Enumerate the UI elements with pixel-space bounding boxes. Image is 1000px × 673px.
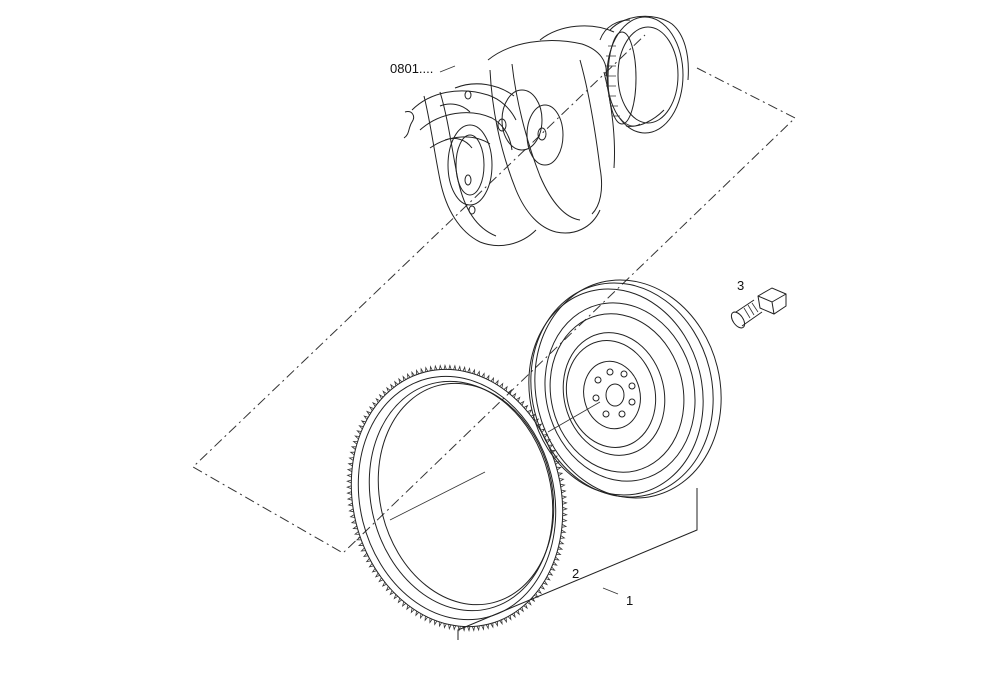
ring-gear xyxy=(346,363,568,633)
assembly-plane-outline xyxy=(192,34,796,554)
crankshaft-ref-label: 0801.... xyxy=(390,61,433,76)
flywheel-bolt-holes xyxy=(592,368,636,418)
crankshaft xyxy=(403,15,689,247)
ring-gear-callout-2: 2 xyxy=(572,566,579,581)
ring-gear-teeth xyxy=(346,363,568,633)
bolt-callout-3: 3 xyxy=(737,278,744,293)
flywheel-bolt xyxy=(730,287,787,329)
ring-gear-tooth-profile xyxy=(346,363,568,633)
flywheel xyxy=(528,279,722,499)
callout-leaders xyxy=(389,65,698,640)
flywheel-assembly-callout-1: 1 xyxy=(626,593,633,608)
